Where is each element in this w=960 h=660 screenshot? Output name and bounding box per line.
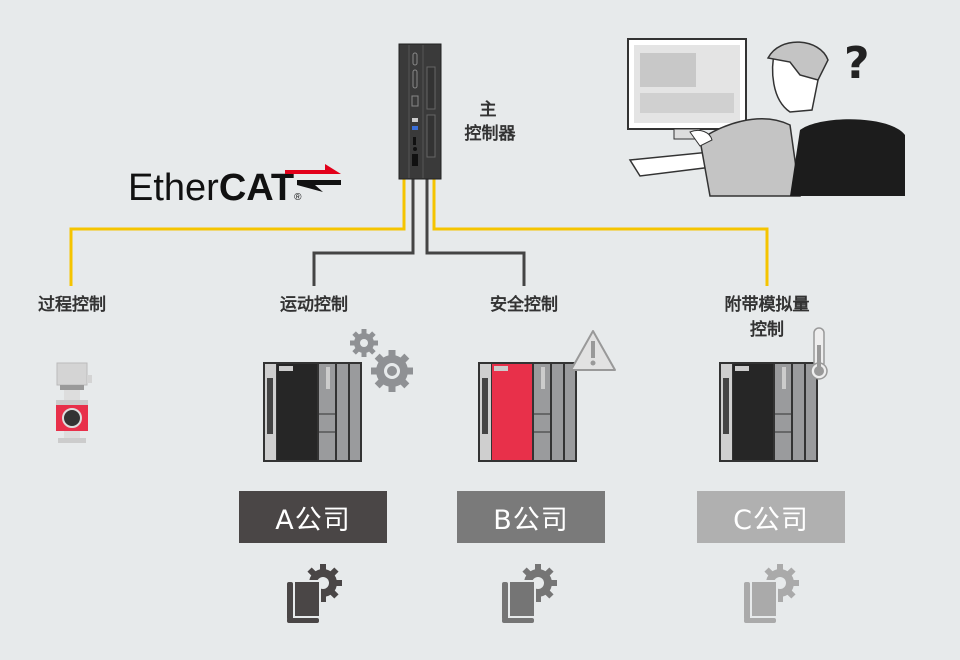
controller-icon [398,43,442,180]
svg-text:?: ? [844,38,870,89]
master-label-line1: 主 [479,100,497,120]
plc-module-safety [478,362,577,462]
master-label-line2: 控制器 [464,124,516,144]
book-gear-icon [285,564,342,623]
logo-registered: ® [294,192,302,203]
plc-module-motion [263,362,362,462]
ethercat-line-analog [432,179,769,286]
analog-control-label-line2: 控制 [750,320,784,340]
gears-icon [350,329,413,392]
vendor-c-badge: C公司 [697,491,845,543]
safety-control-label: 安全控制 [490,295,558,315]
logo-text-regular: Ether [128,167,219,209]
ethercat-logo: EtherCAT® [128,168,301,218]
valve-icon [56,362,92,443]
ethercat-line-process [69,179,406,286]
plc-module-analog [719,362,818,462]
logo-text-bold: CAT [218,167,295,209]
thermometer-icon [810,327,828,380]
vendor-a-badge: A公司 [239,491,387,543]
book-gear-icon [500,564,557,623]
vendor-b-badge: B公司 [457,491,605,543]
ethercat-arrows-icon [285,164,341,192]
process-control-label: 过程控制 [38,295,106,315]
operator-question-icon: ? [627,38,905,197]
book-gear-icon [742,564,799,623]
network-line-motion [312,179,415,286]
warning-icon [570,330,616,371]
network-line-safety [425,179,526,286]
motion-control-label: 运动控制 [280,295,348,315]
analog-control-label-line1: 附带模拟量 [724,295,810,315]
